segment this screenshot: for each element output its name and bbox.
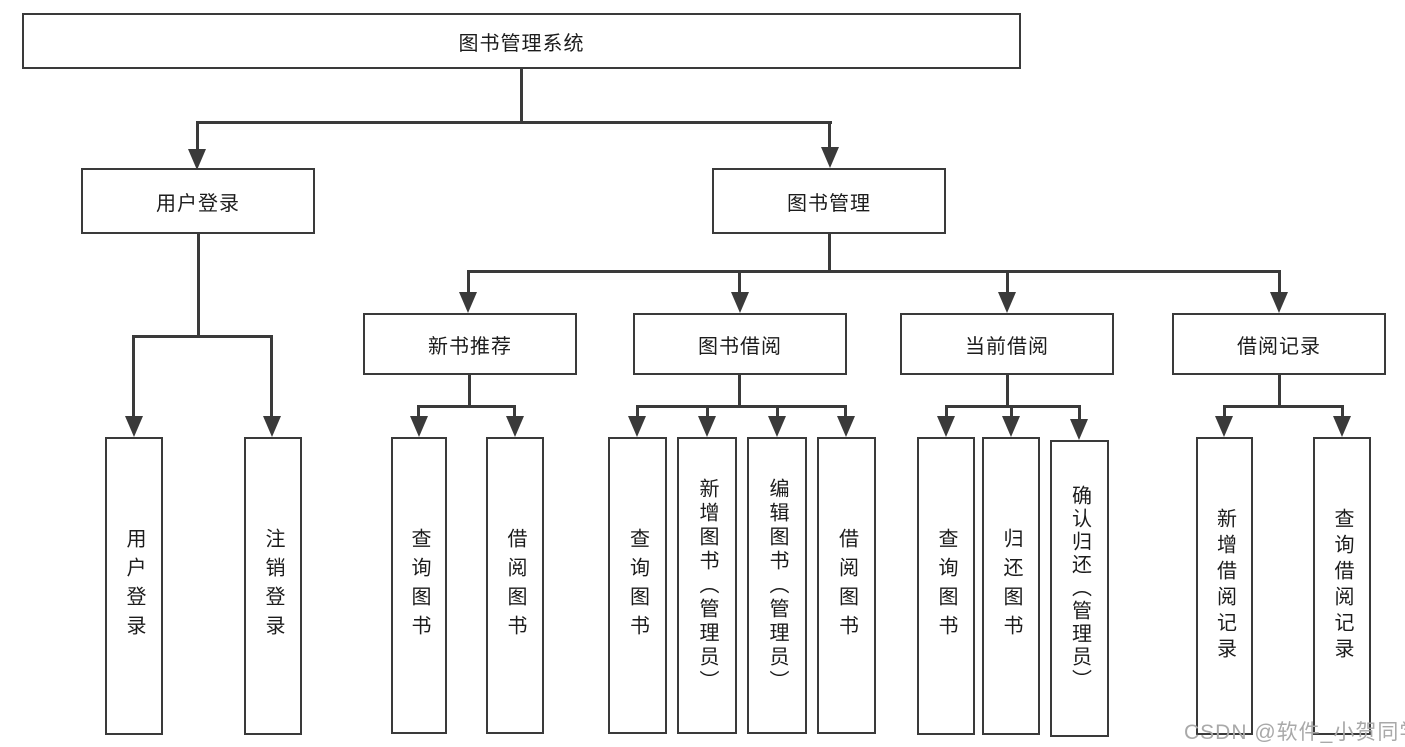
connector-book-mgmt-bar — [467, 270, 1281, 273]
leaf-label: 编辑图书（管理员） — [766, 477, 788, 694]
leaf-label: 新增图书（管理员） — [696, 477, 718, 694]
arrow-down-br-query — [1333, 416, 1351, 437]
node-book-borrow: 图书借阅 — [633, 313, 847, 375]
connector-borrow-bar — [636, 405, 847, 408]
node-new-book-rec: 新书推荐 — [363, 313, 577, 375]
connector-borrow-stem — [738, 373, 741, 408]
leaf-label: 注销登录 — [262, 528, 284, 644]
connector-to-br-query — [1341, 405, 1344, 419]
arrow-down-book-mgmt — [821, 147, 839, 168]
connector-to-nr-borrow — [513, 405, 516, 419]
csdn-watermark: CSDN @软件_小贺同学 — [1184, 721, 1405, 744]
leaf-bb-add-books-admin: 新增图书（管理员） — [677, 437, 737, 734]
arrow-down-bb-query — [628, 416, 646, 437]
leaf-cb-return-books: 归还图书 — [982, 437, 1040, 735]
connector-to-nr-query — [417, 405, 420, 419]
connector-to-new-rec — [467, 270, 470, 294]
arrow-down-current — [998, 292, 1016, 313]
arrow-down-nr-borrow — [506, 416, 524, 437]
connector-to-current — [1006, 270, 1009, 294]
connector-to-cb-query — [945, 405, 948, 419]
connector-to-leaf-login — [132, 335, 135, 419]
leaf-label: 查询图书 — [408, 527, 430, 644]
connector-to-bb-edit — [776, 405, 779, 419]
arrow-down-borrow — [731, 292, 749, 313]
arrow-down-new-rec — [459, 292, 477, 313]
node-book-mgmt: 图书管理 — [712, 168, 946, 234]
leaf-label: 归还图书 — [1000, 528, 1022, 644]
arrow-down-leaf-login — [125, 416, 143, 437]
arrow-down-cb-query — [937, 416, 955, 437]
leaf-br-add-record: 新增借阅记录 — [1196, 437, 1253, 735]
leaf-bb-borrow-books: 借阅图书 — [817, 437, 876, 734]
connector-to-book-mgmt — [828, 121, 831, 151]
connector-to-borrow — [738, 270, 741, 294]
leaf-br-query-record: 查询借阅记录 — [1313, 437, 1371, 735]
node-root-library-system: 图书管理系统 — [22, 13, 1021, 69]
leaf-label: 查询借阅记录 — [1331, 508, 1353, 664]
connector-to-bb-borrow — [844, 405, 847, 419]
connector-root-stem — [520, 67, 523, 124]
connector-user-login-bar — [132, 335, 273, 338]
arrow-down-br-add — [1215, 416, 1233, 437]
arrow-down-bb-edit — [768, 416, 786, 437]
connector-new-rec-bar — [417, 405, 516, 408]
connector-to-br-add — [1223, 405, 1226, 419]
connector-current-stem — [1006, 373, 1009, 408]
leaf-nr-query-books: 查询图书 — [391, 437, 447, 734]
connector-to-bb-query — [636, 405, 639, 419]
arrow-down-leaf-logout — [263, 416, 281, 437]
arrow-down-nr-query — [410, 416, 428, 437]
connector-book-mgmt-stem — [828, 232, 831, 273]
connector-record-bar — [1223, 405, 1343, 408]
connector-to-user-login — [196, 121, 199, 153]
connector-to-record — [1278, 270, 1281, 294]
leaf-logout: 注销登录 — [244, 437, 302, 735]
leaf-user-login: 用户登录 — [105, 437, 163, 735]
arrow-down-cb-confirm — [1070, 419, 1088, 440]
leaf-nr-borrow-books: 借阅图书 — [486, 437, 544, 734]
arrow-down-cb-return — [1002, 416, 1020, 437]
leaf-label: 查询图书 — [626, 527, 649, 644]
leaf-label: 查询图书 — [935, 528, 957, 644]
node-user-login: 用户登录 — [81, 168, 315, 234]
connector-to-cb-confirm — [1078, 405, 1081, 421]
leaf-cb-query-books: 查询图书 — [917, 437, 975, 735]
node-current-borrow: 当前借阅 — [900, 313, 1114, 375]
leaf-label: 用户登录 — [123, 528, 145, 644]
leaf-label: 新增借阅记录 — [1213, 508, 1236, 664]
connector-user-login-stem — [197, 232, 200, 338]
connector-root-bar — [196, 121, 832, 124]
connector-to-bb-add — [706, 405, 709, 419]
leaf-label: 借阅图书 — [835, 527, 858, 644]
leaf-bb-query-books: 查询图书 — [608, 437, 667, 734]
leaf-label: 借阅图书 — [504, 527, 526, 644]
connector-new-rec-stem — [468, 373, 471, 408]
arrow-down-user-login — [188, 149, 206, 170]
connector-to-leaf-logout — [270, 335, 273, 419]
leaf-bb-edit-books-admin: 编辑图书（管理员） — [747, 437, 807, 734]
node-borrow-record: 借阅记录 — [1172, 313, 1386, 375]
arrow-down-record — [1270, 292, 1288, 313]
leaf-cb-confirm-return-admin: 确认归还（管理员） — [1050, 440, 1109, 737]
connector-record-stem — [1278, 373, 1281, 408]
arrow-down-bb-borrow — [837, 416, 855, 437]
arrow-down-bb-add — [698, 416, 716, 437]
leaf-label: 确认归还（管理员） — [1068, 485, 1091, 692]
connector-to-cb-return — [1010, 405, 1013, 419]
